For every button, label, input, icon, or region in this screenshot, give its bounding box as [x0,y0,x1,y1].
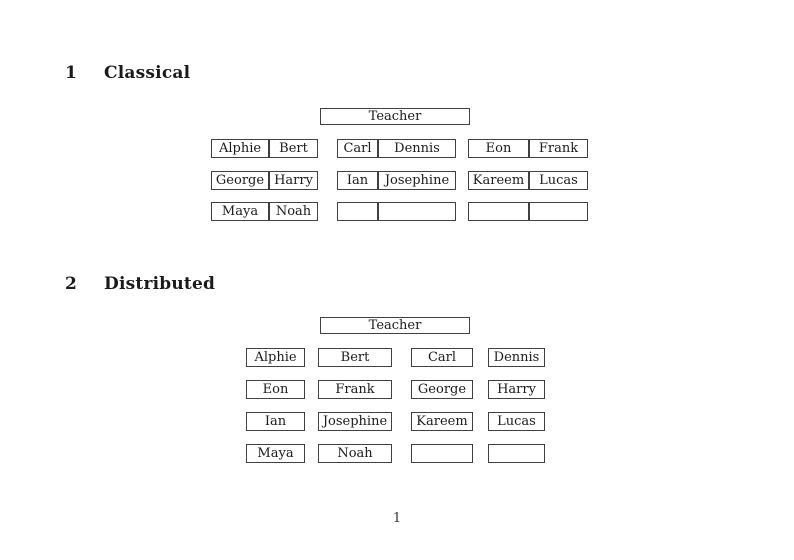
student-name: Carl [427,350,457,365]
desk-seat-empty [469,203,530,220]
student-desk: George [411,380,473,399]
page-number: 1 [392,511,402,526]
student-name: Maya [257,446,294,461]
desk-row: Eon Frank George Harry [0,380,794,399]
section-heading-distributed: 2 Distributed [65,274,215,295]
student-name: Lucas [539,173,578,188]
student-desk: Carl Dennis [337,139,456,158]
desk-seat: Alphie [212,140,270,157]
student-desk: Alphie [246,348,305,367]
student-name: Josephine [322,414,388,429]
student-name: Ian [264,414,287,429]
student-desk: Bert [318,348,392,367]
student-name: Dennis [394,141,440,156]
student-desk: Ian Josephine [337,171,456,190]
student-name: Bert [340,350,370,365]
section-number: 1 [65,63,78,83]
desk-seat: Carl [338,140,379,157]
desk-seat-empty [530,203,587,220]
student-name: Lucas [497,414,536,429]
section-title: Classical [104,63,191,83]
student-name: Noah [337,446,373,461]
student-name: Kareem [416,414,468,429]
student-desk: Carl [411,348,473,367]
section-title: Distributed [104,274,216,294]
desk-seat: Maya [212,203,270,220]
desk-seat: Josephine [379,172,455,189]
student-name: Eon [485,141,512,156]
student-name: Carl [343,141,372,156]
student-desk-empty [411,444,473,463]
student-name: Frank [335,382,375,397]
student-desk-empty [337,202,456,221]
student-desk: Ian [246,412,305,431]
section-number: 2 [65,274,78,294]
student-name: Harry [274,173,313,188]
student-desk-empty [468,202,588,221]
desk-seat: Ian [338,172,379,189]
desk-seat: Kareem [469,172,530,189]
student-name: Dennis [493,350,540,365]
student-name: Josephine [384,173,450,188]
student-desk: Kareem Lucas [468,171,588,190]
desk-seat: Harry [270,172,317,189]
student-name: Maya [221,204,259,219]
student-name: Alphie [254,350,297,365]
desk-row: Ian Josephine Kareem Lucas [0,412,794,431]
desk-row: Maya Noah [0,202,794,221]
desk-seat: George [212,172,270,189]
desk-seat: Lucas [530,172,587,189]
student-desk: Frank [318,380,392,399]
desk-seat-empty [338,203,379,220]
student-name: Harry [497,382,536,397]
student-desk: Lucas [488,412,545,431]
desk-seat: Bert [270,140,317,157]
teacher-label: Teacher [368,318,422,333]
student-name: George [215,173,265,188]
student-desk: Alphie Bert [211,139,318,158]
student-desk: Dennis [488,348,545,367]
teacher-box-distributed: Teacher [320,317,470,334]
student-desk: Harry [488,380,545,399]
student-desk: George Harry [211,171,318,190]
section-heading-classical: 1 Classical [65,63,190,84]
student-desk: Eon Frank [468,139,588,158]
desk-seat-empty [379,203,455,220]
student-desk: Eon [246,380,305,399]
student-name: Alphie [218,141,262,156]
student-desk: Josephine [318,412,392,431]
student-name: George [417,382,467,397]
student-desk: Maya Noah [211,202,318,221]
student-name: Ian [346,173,369,188]
student-name: Noah [275,204,312,219]
student-name: Frank [538,141,579,156]
student-desk: Kareem [411,412,473,431]
student-desk-empty [488,444,545,463]
desk-row: Alphie Bert Carl Dennis Eon Frank [0,139,794,158]
desk-seat: Eon [469,140,530,157]
student-desk: Noah [318,444,392,463]
desk-row: Maya Noah [0,444,794,463]
desk-seat: Noah [270,203,317,220]
student-name: Eon [262,382,289,397]
desk-seat: Frank [530,140,587,157]
desk-row: George Harry Ian Josephine Kareem Lucas [0,171,794,190]
student-name: Kareem [472,173,525,188]
teacher-box-classical: Teacher [320,108,470,125]
student-name: Bert [279,141,308,156]
teacher-label: Teacher [368,109,422,124]
desk-seat: Dennis [379,140,455,157]
desk-row: Alphie Bert Carl Dennis [0,348,794,367]
student-desk: Maya [246,444,305,463]
